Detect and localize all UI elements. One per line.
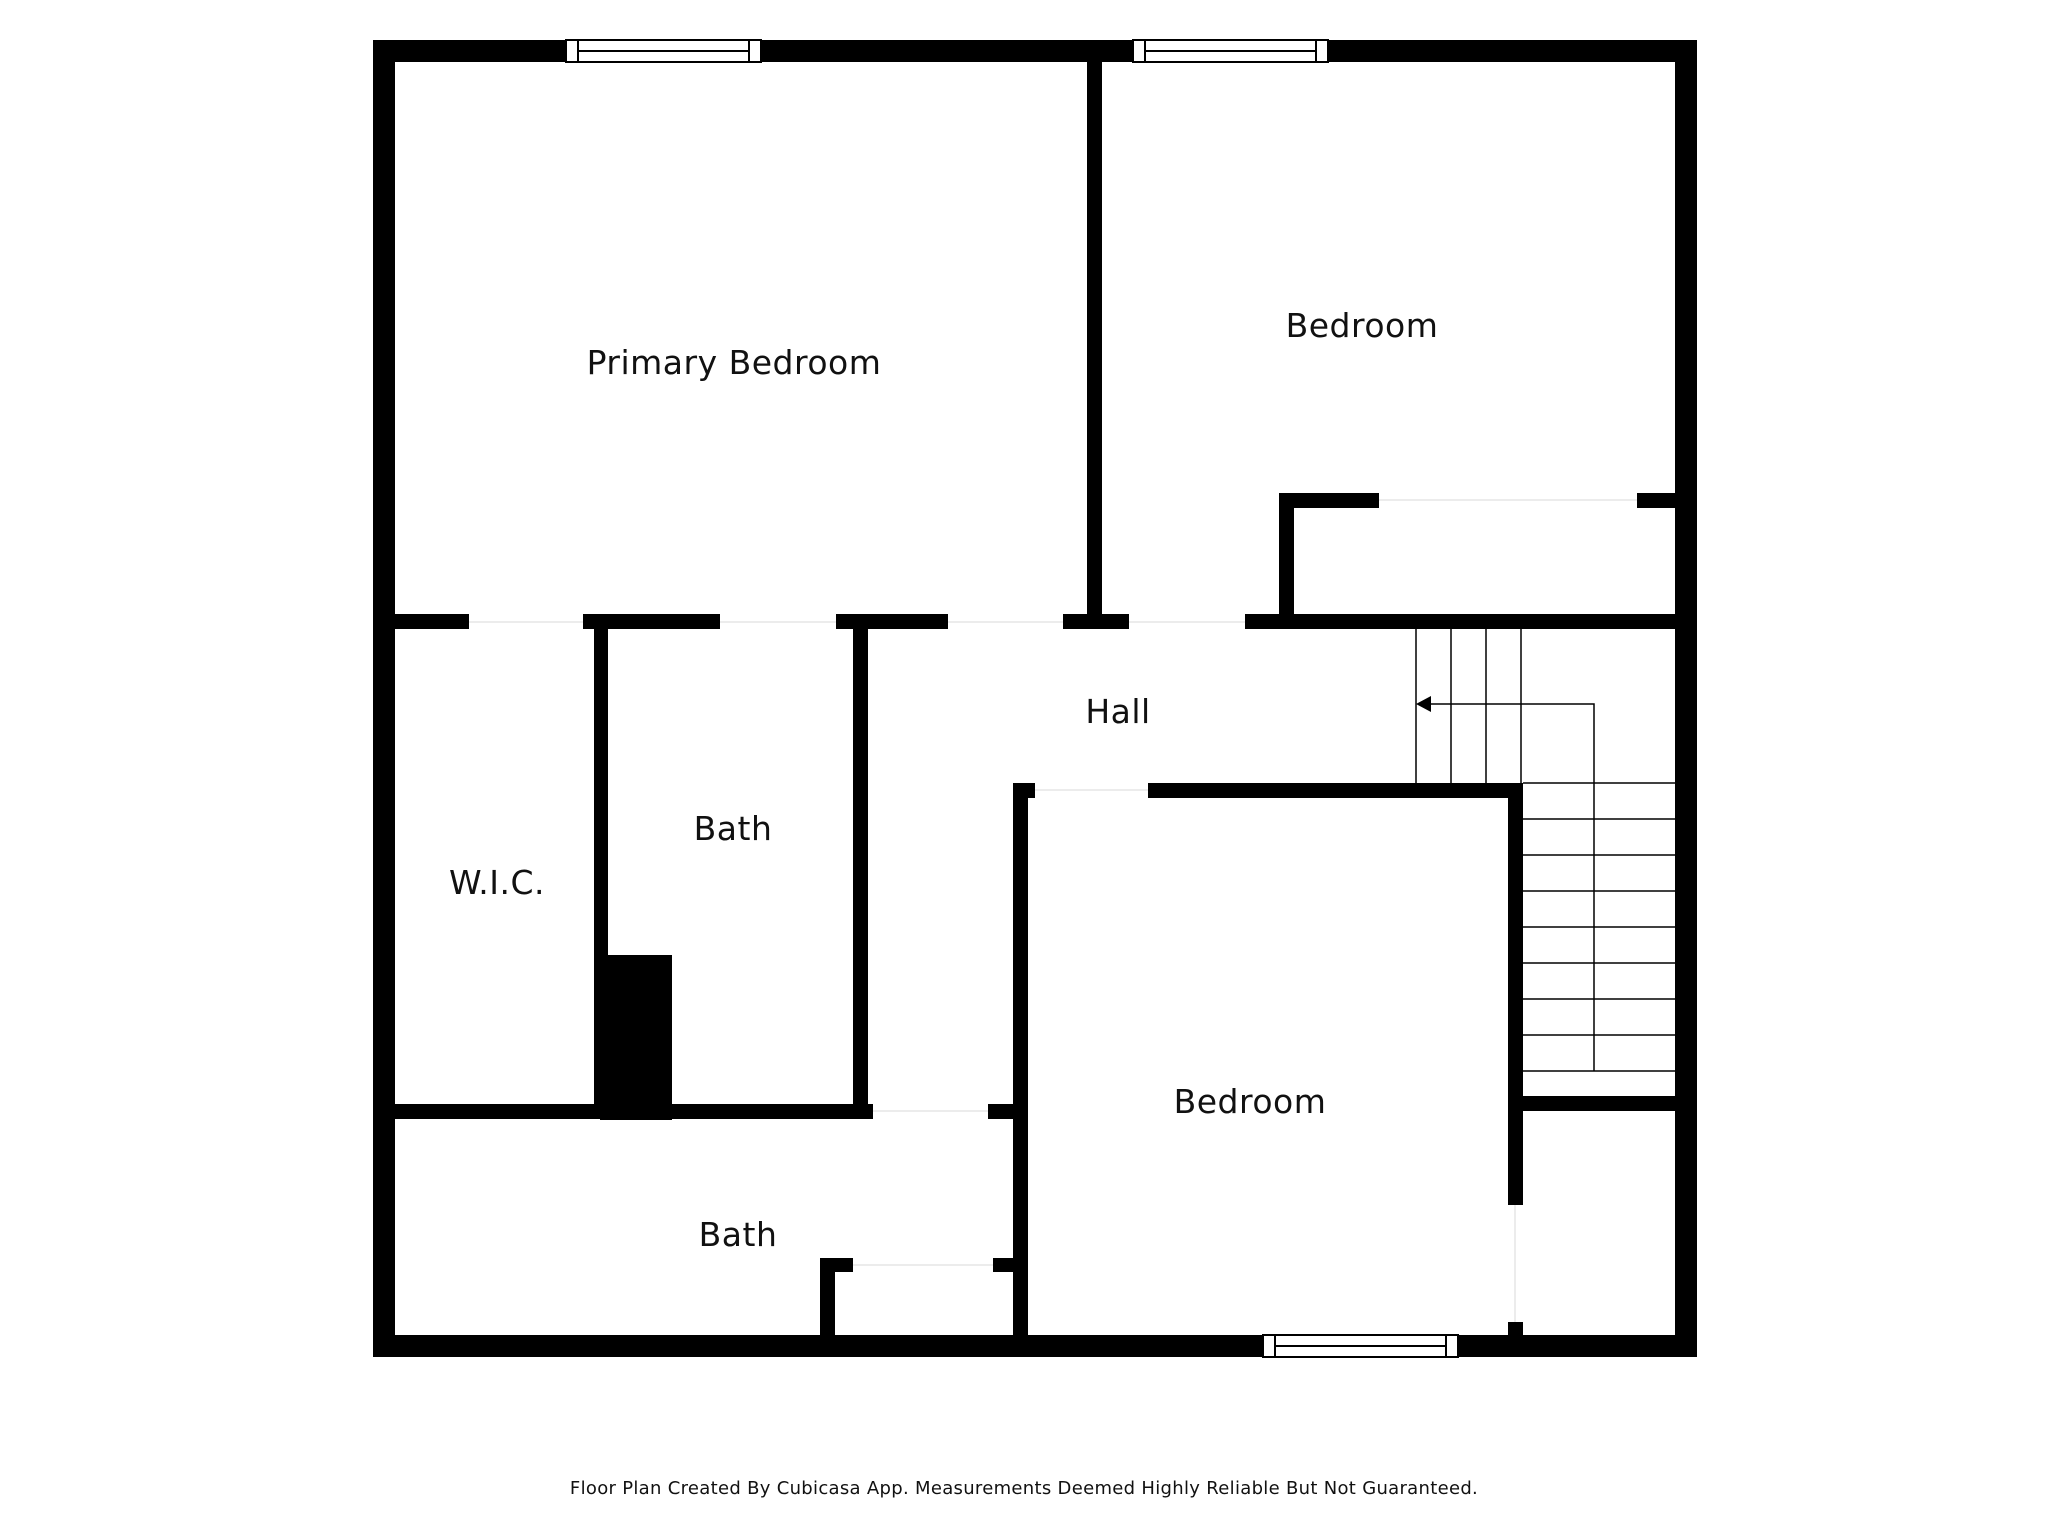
- label-bath-lower: Bath: [699, 1215, 778, 1254]
- label-wic: W.I.C.: [449, 863, 545, 902]
- label-bath-upper: Bath: [694, 809, 773, 848]
- label-bedroom-top: Bedroom: [1286, 306, 1439, 345]
- window-primary-bedroom: [565, 39, 762, 63]
- outer-wall-left: [373, 40, 395, 1357]
- wall-primary-bedroom-east: [1087, 60, 1102, 622]
- wall-row-mid-4: [1063, 614, 1129, 629]
- wall-bottom-bedroom-east-b: [1508, 1322, 1523, 1337]
- walls: [373, 40, 1697, 1357]
- wall-linen-left: [820, 1258, 835, 1337]
- wall-stair-closet-top: [1515, 1096, 1677, 1111]
- room-labels: Primary Bedroom Bedroom Hall W.I.C. Bath…: [449, 306, 1438, 1254]
- label-primary-bedroom: Primary Bedroom: [587, 343, 882, 382]
- wall-row-mid-3: [836, 614, 948, 629]
- door-openings: [469, 499, 1637, 1322]
- wall-bottom-bedroom-east-a: [1508, 783, 1523, 1205]
- wall-closet-left: [1279, 493, 1294, 623]
- wall-lower-bath-top-a: [393, 1104, 873, 1119]
- stair-direction-arrow: [1416, 696, 1431, 712]
- wall-row-mid-1: [393, 614, 469, 629]
- stair-direction-line: [1430, 703, 1595, 1071]
- bath-vanity-block: [600, 955, 672, 1120]
- wall-bottom-bedroom-top-a: [1013, 783, 1035, 798]
- window-bottom-bedroom: [1262, 1334, 1459, 1358]
- wall-closet-top-a: [1279, 493, 1379, 508]
- wall-row-mid-5: [1245, 614, 1677, 629]
- footer-disclaimer: Floor Plan Created By Cubicasa App. Meas…: [569, 1478, 1479, 1499]
- window-top-bedroom: [1132, 39, 1329, 63]
- wall-row-mid-2: [583, 614, 720, 629]
- stairs: [1415, 629, 1675, 1072]
- wall-bottom-bedroom-west: [1013, 783, 1028, 1337]
- wall-closet-top-b: [1637, 493, 1677, 508]
- label-bedroom-bottom: Bedroom: [1174, 1082, 1327, 1121]
- windows: [565, 39, 1459, 1358]
- wall-linen-top-b: [993, 1258, 1023, 1272]
- outer-wall-bottom: [373, 1335, 1697, 1357]
- label-hall: Hall: [1085, 692, 1150, 731]
- wall-bottom-bedroom-top-b: [1148, 783, 1523, 798]
- outer-wall-right: [1675, 40, 1697, 1357]
- wall-bath-hall: [853, 622, 868, 1112]
- wall-linen-top-a: [820, 1258, 853, 1272]
